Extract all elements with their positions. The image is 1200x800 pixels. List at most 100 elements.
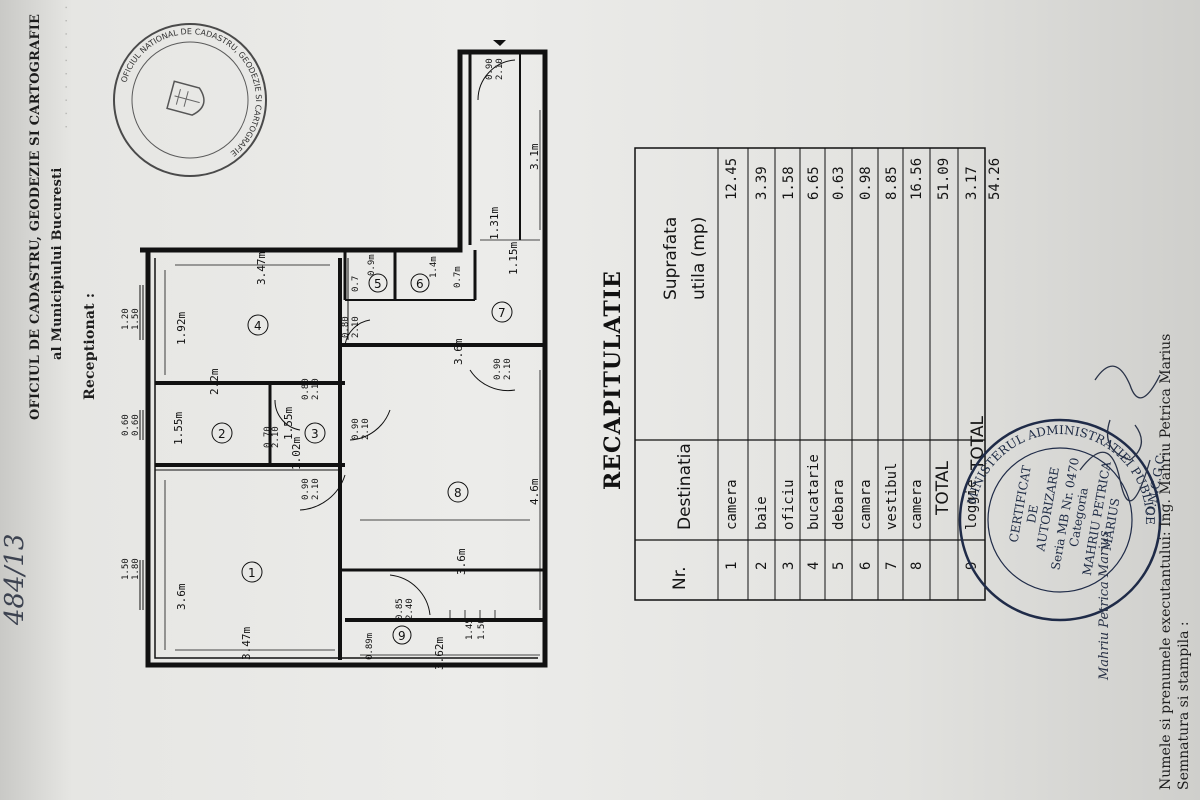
row-nr-1: 1 — [724, 562, 740, 570]
recap-title: RECAPITULATIE — [600, 270, 626, 490]
row-area-5: 0.63 — [831, 166, 847, 200]
round-stamp-top: OFICIUL NATIONAL DE CADASTRU, GEODEZIE S… — [108, 11, 279, 177]
row-nr-6: 6 — [858, 562, 874, 570]
dim-r9-w: 3.62m — [433, 637, 446, 670]
dim-r6-w: 1.4m — [429, 256, 439, 278]
total-label: TOTAL — [933, 461, 953, 516]
footer-line1: Numele si prenumele executantului: Ing. … — [1158, 334, 1174, 790]
grand-total-area: 54.26 — [987, 158, 1003, 200]
row-dest-6: camara — [858, 479, 874, 530]
row-nr-4: 4 — [806, 562, 822, 570]
dim-r5-w: 0.9m — [367, 254, 377, 276]
svg-text:6: 6 — [416, 277, 424, 291]
door-2-a: 0.70 — [263, 426, 273, 448]
dim-r6-h: 0.7m — [453, 266, 463, 288]
footer-handwritten: Mahriu Petrica Marius — [1097, 530, 1112, 681]
row-dest-4: bucatarie — [806, 454, 822, 530]
row-area-1: 12.45 — [724, 158, 740, 200]
svg-text:9: 9 — [398, 629, 406, 643]
dim-r3-h: 1.55m — [282, 407, 295, 440]
room-marker-8: 8 — [447, 481, 469, 503]
header-suprafata: Suprafata — [661, 217, 681, 300]
room-marker-6: 6 — [410, 273, 430, 293]
door-8-a: 0.85 — [395, 598, 405, 620]
dim-r5-h: 0.7 — [351, 276, 361, 292]
row-nr-7: 7 — [884, 562, 900, 570]
door-3b-b: 2.10 — [361, 418, 371, 440]
room-marker-4: 4 — [247, 314, 269, 336]
door-8-b: 2.40 — [405, 598, 415, 620]
window-1-b: 1.80 — [131, 558, 141, 580]
recap-table: Nr. Destinatia Suprafata utila (mp) 1 camera 1… — [634, 147, 1003, 601]
window-4-b: 1.50 — [131, 308, 141, 330]
room-marker-3: 3 — [304, 422, 326, 444]
dim-r7-w: 3.6m — [452, 338, 465, 365]
dim-stair-1: 1.45 — [465, 618, 475, 640]
header-destinatia: Destinatia — [675, 443, 695, 530]
row-area-9: 3.17 — [964, 166, 980, 200]
window-4-a: 1.20 — [121, 308, 131, 330]
header-utila: utila (mp) — [689, 217, 709, 300]
row-area-3: 1.58 — [781, 166, 797, 200]
signature — [1079, 365, 1161, 502]
row-dest-5: debara — [831, 479, 847, 530]
dim-r3-w: 1.02m — [290, 437, 303, 470]
window-2-a: 0.60 — [121, 414, 131, 436]
door-4-b: 2.10 — [351, 316, 361, 338]
dim-r8-h: 4.6m — [528, 478, 541, 505]
entry-a: 0.90 — [485, 58, 495, 80]
door-3b-a: 0.90 — [351, 418, 361, 440]
dim-r4-w: 3.47m — [255, 252, 268, 285]
dim-r2-h: 1.55m — [172, 412, 185, 445]
dim-r4-h: 1.92m — [175, 312, 188, 345]
door-3-b: 2.10 — [311, 378, 321, 400]
svg-text:8: 8 — [454, 486, 462, 500]
row-dest-1: camera — [724, 479, 740, 530]
row-dest-3: oficiu — [781, 479, 797, 530]
stamp-de: DE — [1024, 504, 1041, 525]
opening-labels: 1.50 1.80 0.60 0.60 1.20 1.50 0.90 2.10 … — [121, 58, 513, 620]
door-7-a: 0.90 — [493, 358, 503, 380]
svg-text:5: 5 — [374, 277, 382, 291]
coat-of-arms-icon — [166, 80, 205, 116]
dim-r1-h: 3.6m — [175, 583, 188, 610]
dim-hall-w: 1.31m — [488, 207, 501, 240]
door-4-a: 0.80 — [341, 316, 351, 338]
entry-b: 2.10 — [495, 58, 505, 80]
row-area-7: 8.85 — [884, 166, 900, 200]
room-marker-2: 2 — [211, 422, 233, 444]
row-dest-9: loggie — [964, 479, 980, 530]
dimension-labels: 3.47m 3.6m 2.2m 1.55m 1.02m 1.55m 3.47m … — [172, 143, 541, 670]
room-markers: 1 2 3 4 5 6 7 8 9 — [211, 273, 513, 645]
table-border — [634, 147, 986, 601]
row-dest-7: vestibul — [884, 463, 900, 530]
window-1-a: 1.50 — [121, 558, 131, 580]
row-dest-8: camera — [909, 479, 925, 530]
door-7-b: 2.10 — [503, 358, 513, 380]
stamp-certificat: CERTIFICAT — [1007, 464, 1034, 543]
window-2-b: 0.60 — [131, 414, 141, 436]
row-dest-2: baie — [754, 496, 770, 530]
row-nr-2: 2 — [754, 562, 770, 570]
total-area: 51.09 — [936, 158, 952, 200]
row-area-4: 6.65 — [806, 166, 822, 200]
svg-text:7: 7 — [498, 306, 506, 320]
room-marker-9: 9 — [392, 625, 412, 645]
dim-r9-h: 0.89m — [365, 633, 375, 660]
dim-r1-w: 3.47m — [240, 627, 253, 660]
dim-r2-w: 2.2m — [208, 368, 221, 395]
floor-plan — [139, 40, 548, 668]
room-marker-1: 1 — [241, 561, 263, 583]
door-2-b: 2.10 — [271, 426, 281, 448]
room-marker-5: 5 — [368, 273, 388, 293]
header-nr: Nr. — [670, 566, 690, 590]
svg-text:4: 4 — [254, 319, 262, 333]
door-3-a: 0.80 — [301, 378, 311, 400]
row-area-2: 3.39 — [754, 166, 770, 200]
svg-text:3: 3 — [311, 427, 319, 441]
row-area-8: 16.56 — [909, 158, 925, 200]
dim-stair-2: 1.50 — [477, 618, 487, 640]
door-1-b: 2.10 — [311, 478, 321, 500]
